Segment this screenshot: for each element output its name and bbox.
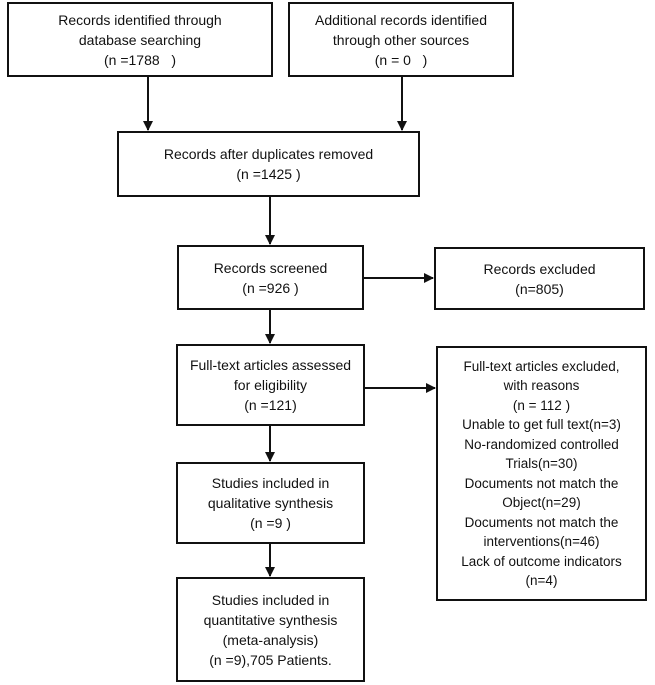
box-records-after-duplicates: Records after duplicates removed (n =142… (117, 131, 420, 197)
box-text-line: Full-text articles excluded, (463, 358, 620, 374)
box-quantitative-synthesis: Studies included in quantitative synthes… (176, 577, 365, 682)
box-text-line: (n=4) (525, 573, 558, 588)
box-text-line: (n =1425 ) (236, 166, 301, 182)
box-text-line: with reasons (503, 378, 580, 393)
box-text-line: Studies included in (211, 591, 330, 608)
box-text-line: Studies included in (211, 475, 330, 491)
box-text-line: Records after duplicates removed (163, 146, 374, 162)
box-text-line: quantitative synthesis (203, 611, 338, 628)
box-fulltext-excluded: Full-text articles excluded, with reason… (436, 346, 647, 601)
box-text-line: Object(n=29) (502, 495, 581, 510)
box-text-line: Unable to get full text(n=3) (462, 417, 621, 432)
box-text-line: through other sources (332, 31, 470, 48)
box-text-line: (n = 0 ) (374, 51, 428, 68)
box-text-line: (meta-analysis) (222, 631, 319, 648)
box-text-line: Documents not match the (464, 514, 619, 530)
box-text-line: (n =926 ) (242, 279, 299, 296)
box-text-line: for eligibility (233, 377, 308, 393)
box-text-line: Records screened (213, 259, 328, 276)
box-text-line: (n =121) (244, 397, 297, 413)
box-fulltext-assessed: Full-text articles assessed for eligibil… (176, 344, 365, 426)
box-text-line: Records excluded (483, 260, 596, 277)
box-text-line: interventions(n=46) (483, 534, 600, 549)
box-records-screened: Records screened (n =926 ) (177, 245, 364, 310)
box-text-line: No-randomized controlled (464, 436, 619, 452)
box-records-identified-other: Additional records identified through ot… (288, 2, 514, 77)
box-qualitative-synthesis: Studies included in qualitative synthesi… (176, 462, 365, 544)
box-text-line: Additional records identified (315, 11, 487, 28)
box-text-line: qualitative synthesis (207, 495, 334, 511)
box-records-excluded: Records excluded (n=805) (434, 247, 645, 310)
box-text-line: database searching (78, 31, 202, 48)
box-text-line: (n = 112 ) (512, 397, 571, 413)
box-text-line: (n =1788 ) (104, 51, 176, 68)
box-text-line: (n=805) (515, 280, 564, 297)
box-text-line: (n =9),705 Patients. (209, 651, 332, 668)
box-text-line: Full-text articles assessed (189, 357, 352, 373)
box-text-line: Documents not match the (464, 475, 619, 491)
box-text-line: Trials(n=30) (505, 456, 578, 471)
box-text-line: Records identified through (58, 11, 222, 28)
box-records-identified-database: Records identified through database sear… (7, 2, 273, 77)
box-text-line: (n =9 ) (250, 515, 291, 531)
box-text-line: Lack of outcome indicators (461, 553, 622, 569)
